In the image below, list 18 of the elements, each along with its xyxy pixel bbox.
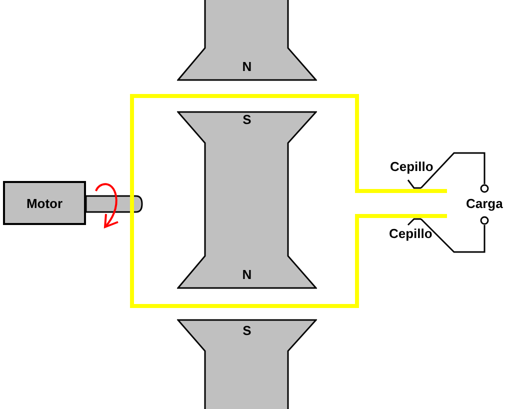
brush-icon	[407, 179, 421, 189]
terminal-icon	[480, 184, 489, 193]
pole-label: N	[242, 60, 252, 73]
armature-core	[177, 111, 317, 289]
wire	[420, 218, 486, 253]
node-label: Motor	[26, 196, 63, 210]
pole-label: N	[242, 268, 252, 281]
load-label: Carga	[466, 197, 503, 210]
brush-icon	[407, 218, 421, 226]
brush-label: Cepillo	[389, 227, 432, 240]
terminal-icon	[480, 216, 489, 225]
motor-box	[3, 181, 86, 225]
wire	[420, 152, 486, 189]
pole-label: S	[242, 113, 252, 126]
magnet-pole	[177, 319, 317, 409]
magnet-pole	[177, 0, 317, 82]
brush-label: Cepillo	[390, 160, 434, 173]
pole-label: S	[242, 324, 252, 337]
